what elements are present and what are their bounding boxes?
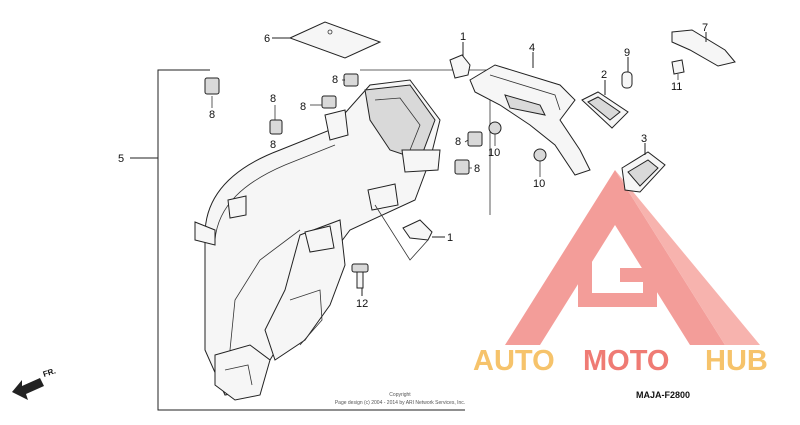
- label-part-3: 3: [641, 133, 647, 145]
- label-part-8-d: 8: [332, 74, 338, 86]
- front-arrow-icon: [12, 378, 44, 400]
- label-part-1-lower: 1: [447, 232, 453, 244]
- part-3-reflector: [621, 143, 666, 193]
- rear-fender: [194, 79, 441, 401]
- label-part-10-a: 10: [488, 147, 500, 159]
- watermark-part-3: HUB: [705, 345, 768, 377]
- part-4-license-bracket: [469, 52, 591, 176]
- label-part-11: 11: [671, 81, 682, 93]
- copyright-line-1: Copyright: [389, 392, 411, 398]
- label-part-8-g: 8: [474, 163, 480, 175]
- label-part-8-c: 8: [300, 101, 306, 113]
- part-1-clip-top: [449, 42, 471, 79]
- part-10-nuts: [488, 121, 547, 162]
- part-labels: 6 1 4 7 9 2 11 3 5 8 8 8 8 8 8 8 10 10 1…: [118, 22, 708, 310]
- label-part-8-f: 8: [455, 136, 461, 148]
- label-part-6: 6: [264, 33, 270, 45]
- part-8-grommets: [204, 73, 483, 175]
- label-part-4: 4: [529, 42, 535, 54]
- label-part-8-e: 8: [270, 139, 276, 151]
- label-part-8-a: 8: [209, 109, 215, 121]
- label-part-2: 2: [601, 69, 607, 81]
- part-7-tail-unit: [671, 29, 736, 67]
- part-12-bolt: [351, 263, 369, 296]
- label-part-12: 12: [356, 298, 368, 310]
- part-6-label-sheet: [272, 21, 382, 59]
- part-2-license-light: [581, 80, 629, 129]
- part-11-nut: [671, 59, 685, 75]
- label-part-9: 9: [624, 47, 630, 59]
- label-part-8-b: 8: [270, 93, 276, 105]
- label-part-10-b: 10: [533, 178, 545, 190]
- copyright-line-2: Page design (c) 2004 - 2014 by ARI Netwo…: [335, 400, 465, 406]
- label-part-5: 5: [118, 153, 124, 165]
- front-direction-indicator: FR.: [12, 366, 57, 400]
- part-1-clip-lower: [374, 204, 445, 261]
- label-part-7: 7: [702, 22, 708, 34]
- watermark-logo: [505, 170, 760, 345]
- diagram-code: MAJA-F2800: [636, 390, 690, 400]
- watermark-text: AUTO MOTO HUB: [473, 345, 768, 377]
- part-9-bulb: [621, 57, 633, 89]
- label-part-1-top: 1: [460, 31, 466, 43]
- leader-lines: [211, 74, 679, 177]
- front-label: FR.: [42, 366, 57, 379]
- watermark-part-1: AUTO: [473, 345, 555, 377]
- watermark-part-2: MOTO: [583, 345, 669, 377]
